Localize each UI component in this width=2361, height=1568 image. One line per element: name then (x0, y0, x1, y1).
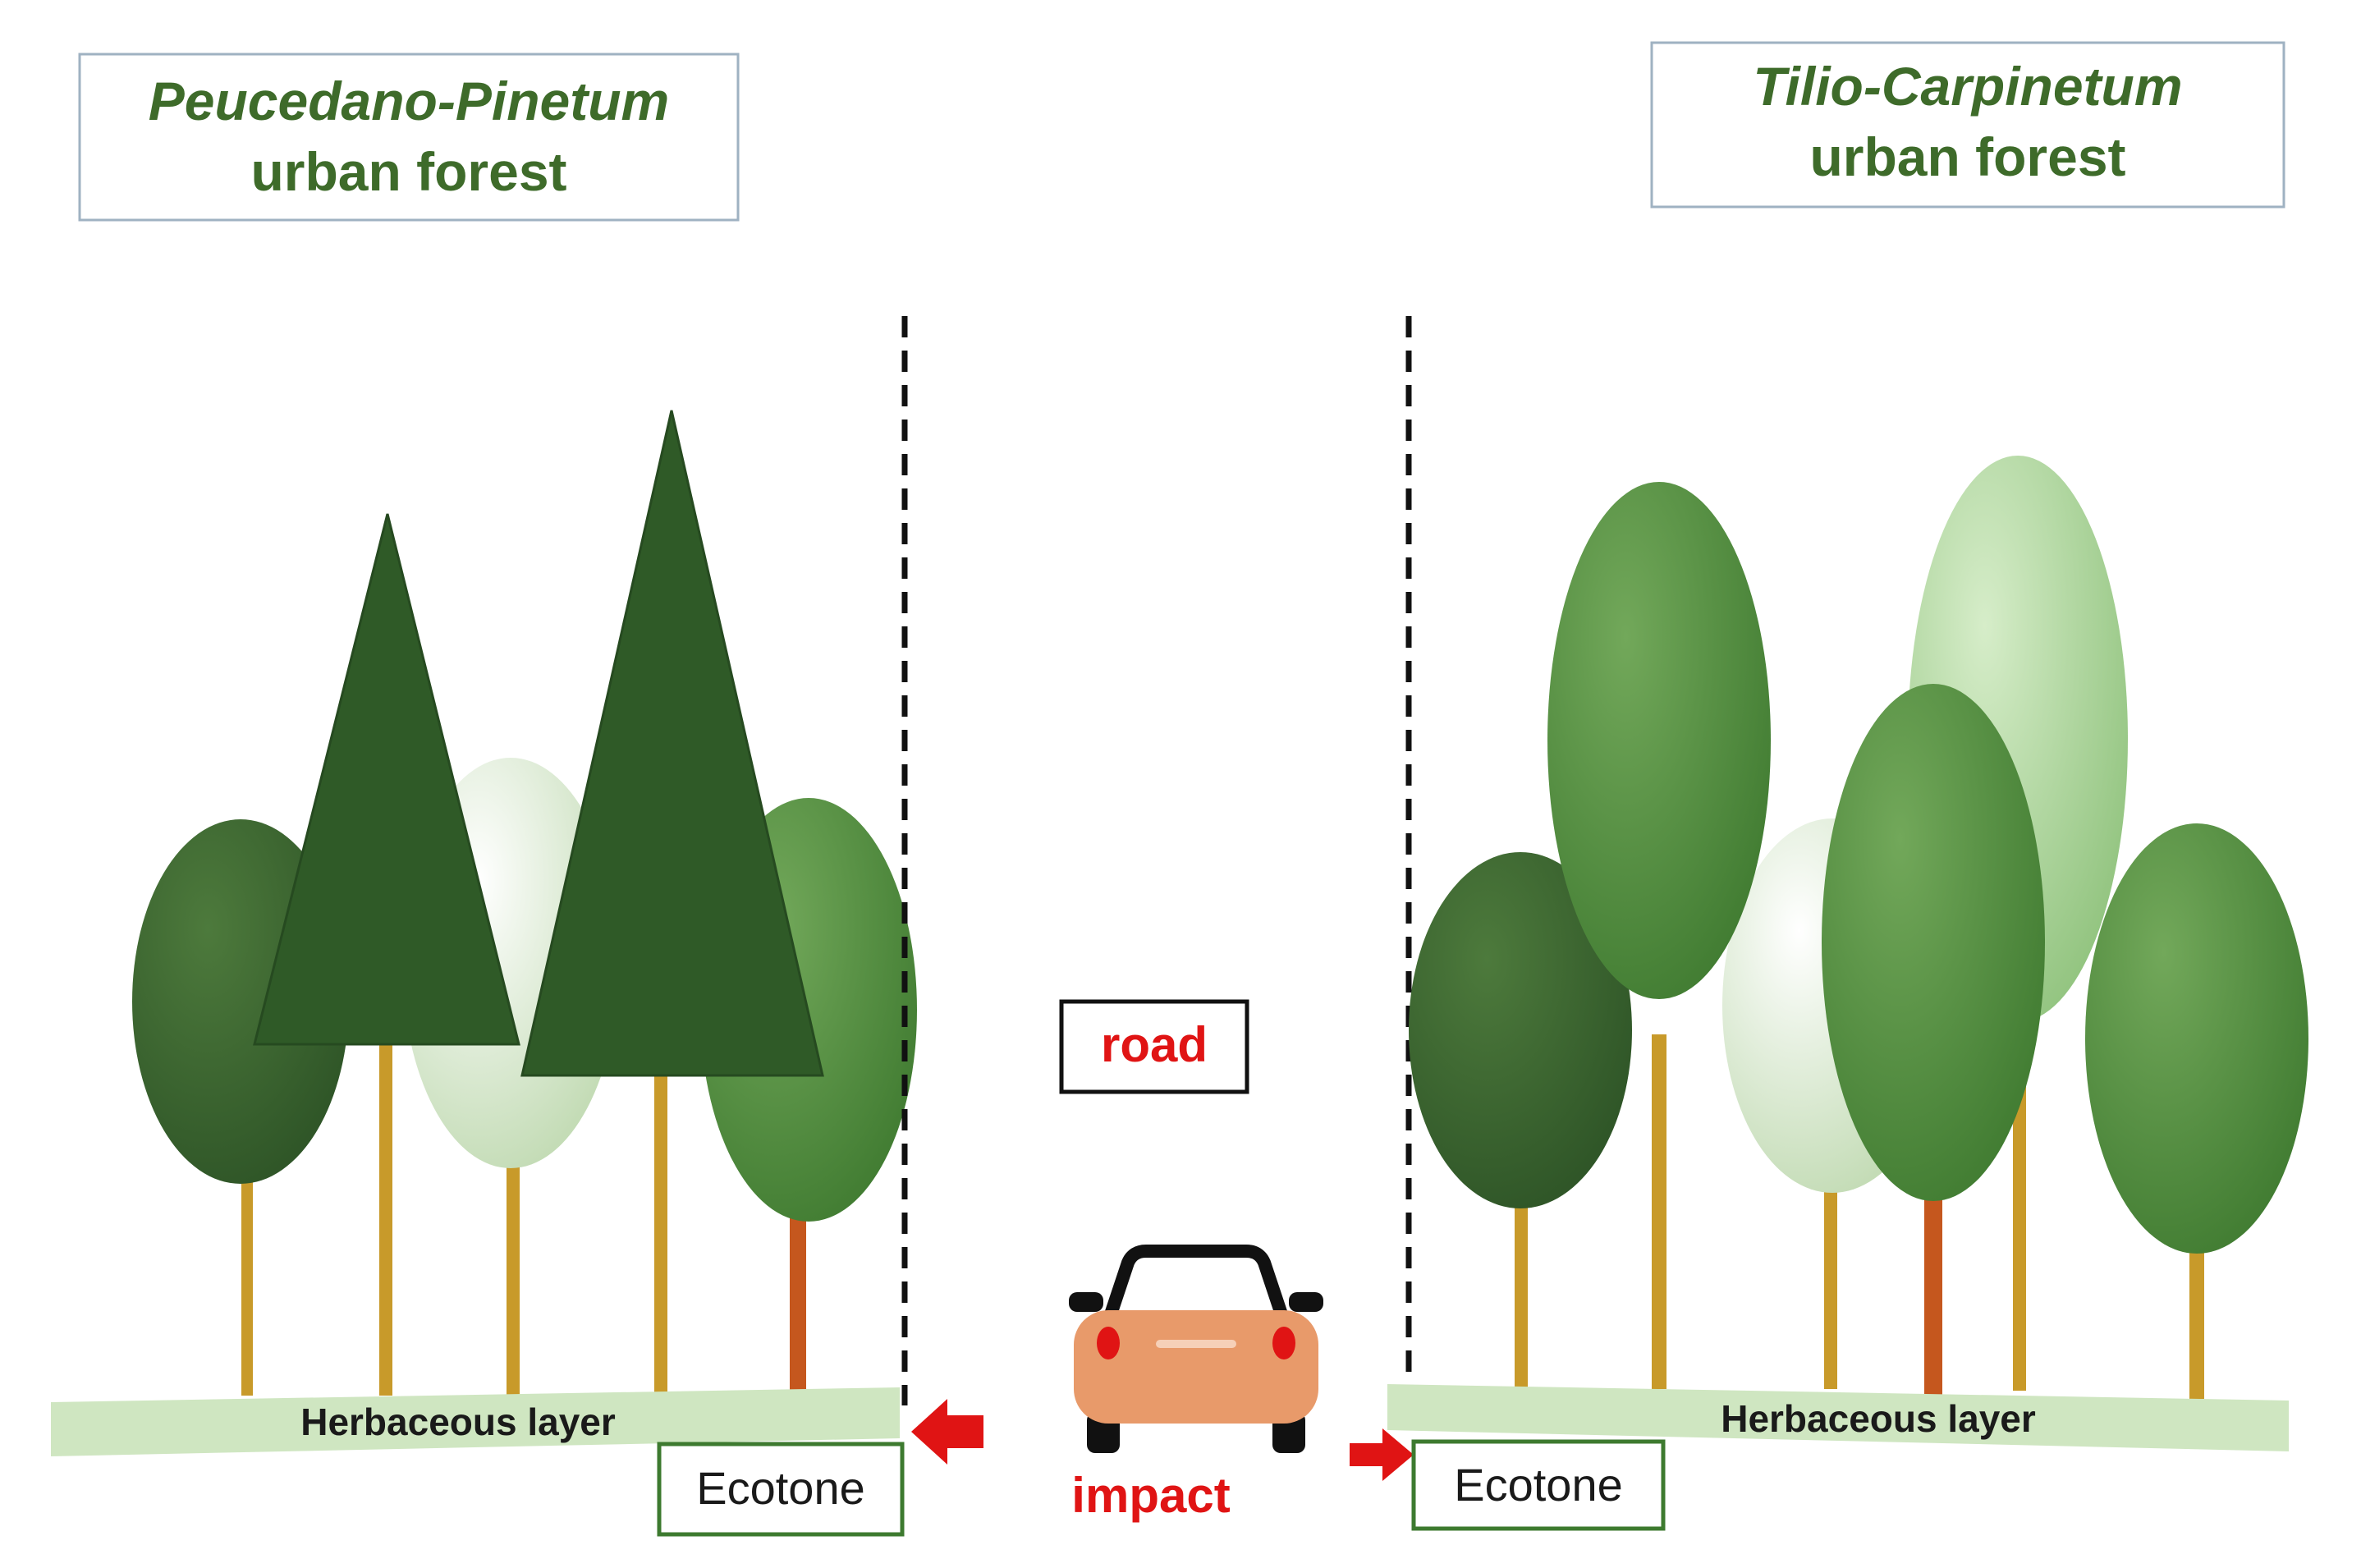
car-icon (1069, 1245, 1323, 1453)
left-impact-arrow-icon (911, 1399, 983, 1465)
trunk (2013, 1067, 2026, 1391)
road-area: road impact (911, 999, 1414, 1523)
right-forest: Tilio-Carpinetum urban forest Herbaceous… (1387, 41, 2308, 1531)
trunk (379, 1043, 392, 1396)
right-ecotone-box (1411, 1439, 1666, 1531)
left-forest: Peucedano-Pinetum urban forest Herbaceou… (51, 53, 917, 1537)
right-ecotone-label: Ecotone (1454, 1459, 1623, 1511)
impact-label: impact (1071, 1468, 1230, 1523)
left-ecotone-label: Ecotone (696, 1462, 865, 1514)
trunk (507, 1158, 520, 1396)
trunk (790, 1215, 806, 1396)
mid-deciduous-crown (1822, 684, 2045, 1201)
left-herbaceous-label: Herbaceous layer (300, 1401, 616, 1443)
pine-crown (520, 410, 824, 1077)
trunk (1824, 1182, 1837, 1389)
trunk (1652, 1034, 1666, 1389)
left-title-rest: urban forest (250, 141, 566, 202)
road-label-box (1059, 999, 1249, 1094)
left-title-box (78, 53, 740, 222)
mid-deciduous-crown (1547, 482, 1771, 999)
left-herbaceous-layer (51, 1387, 900, 1456)
pine-crown (253, 513, 520, 1046)
dark-deciduous-crown (1409, 852, 1632, 1208)
road-label: road (1101, 1017, 1208, 1072)
trunk (654, 1067, 667, 1396)
left-ecotone-box (657, 1442, 905, 1537)
right-herbaceous-layer (1387, 1384, 2289, 1451)
trunk (1924, 1190, 1942, 1397)
right-impact-arrow-icon (1350, 1428, 1414, 1481)
right-herbaceous-label: Herbaceous layer (1721, 1397, 2036, 1440)
trunk (241, 1166, 253, 1396)
trunk (1515, 1182, 1528, 1389)
right-title-italic: Tilio-Carpinetum (1753, 56, 2182, 117)
right-title-box (1650, 41, 2285, 209)
right-title-rest: urban forest (1809, 126, 2125, 187)
left-title-italic: Peucedano-Pinetum (149, 71, 669, 131)
mid-deciduous-crown (2085, 823, 2308, 1254)
trunk (2189, 1248, 2204, 1399)
